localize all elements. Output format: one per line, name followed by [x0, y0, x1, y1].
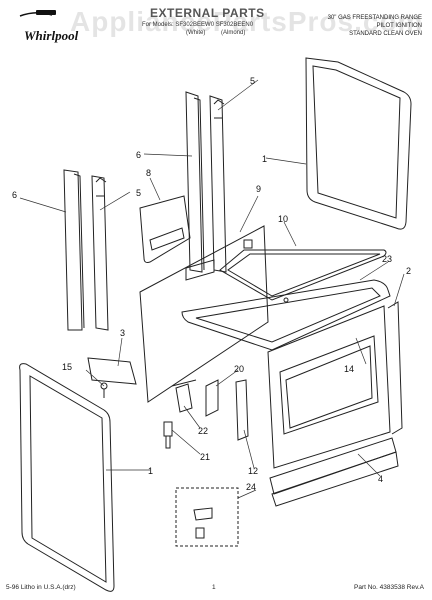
- model-line: For Models: SF302BEEW0 SF302BEEN0: [142, 22, 254, 28]
- watermark: AppliancePartsPros.com: [70, 6, 424, 37]
- callout-4: 4: [378, 474, 383, 484]
- hardware-kit-part: [175, 487, 239, 547]
- whirlpool-logo: Whirlpool: [6, 8, 84, 43]
- oven-front-frame-part: [267, 301, 403, 469]
- brand-swoosh-icon: [19, 10, 56, 17]
- callout-10: 10: [278, 214, 288, 224]
- callout-5: 5: [250, 76, 255, 86]
- callout-1: 1: [262, 154, 267, 164]
- leader-lines: [19, 79, 405, 499]
- page-title: EXTERNAL PARTS: [150, 6, 265, 20]
- callout-24: 24: [246, 482, 256, 492]
- callout-14: 14: [344, 364, 354, 374]
- description-line: STANDARD CLEAN OVEN: [349, 31, 422, 37]
- front-side-panel-part: [19, 363, 115, 592]
- right-side-rail-part: [185, 91, 227, 273]
- color-variants: (White) (Almond): [186, 30, 259, 36]
- callout-20: 20: [234, 364, 244, 374]
- callout-23: 23: [382, 254, 392, 264]
- back-trim-part: [139, 195, 191, 263]
- variant-white: (White): [186, 30, 206, 36]
- page-number: 1: [212, 584, 216, 591]
- product-description: 30" GAS FREESTANDING RANGE PILOT IGNITIO…: [282, 14, 422, 38]
- side-panel-part: [139, 225, 269, 403]
- rear-frame-part: [305, 57, 412, 230]
- callout-5: 5: [136, 188, 141, 198]
- callout-15: 15: [62, 362, 72, 372]
- callout-6: 6: [136, 150, 141, 160]
- cooktop-tray-part: [181, 279, 391, 351]
- callout-9: 9: [256, 184, 261, 194]
- variant-almond: (Almond): [221, 30, 246, 36]
- callout-22: 22: [198, 426, 208, 436]
- kick-plate-part: [269, 437, 399, 507]
- litho-note: 5-96 Litho in U.S.A.(drz): [6, 584, 76, 591]
- callout-6: 6: [12, 190, 17, 200]
- range-top-part: [219, 249, 387, 303]
- description-line: 30" GAS FREESTANDING RANGE: [327, 15, 422, 21]
- bottom-brace-part: [87, 357, 137, 385]
- brand-name: Whirlpool: [24, 28, 79, 43]
- callout-12: 12: [248, 466, 258, 476]
- callout-21: 21: [200, 452, 210, 462]
- callout-2: 2: [406, 266, 411, 276]
- screw-part: [100, 382, 108, 398]
- callout-1: 1: [148, 466, 153, 476]
- leveling-leg-part: [163, 379, 197, 449]
- bracket-part: [205, 379, 249, 441]
- callout-3: 3: [120, 328, 125, 338]
- callout-8: 8: [146, 168, 151, 178]
- left-side-rail-part: [63, 169, 109, 331]
- part-number: Part No. 4383538 Rev.A: [354, 584, 424, 591]
- description-line: PILOT IGNITION: [376, 23, 422, 29]
